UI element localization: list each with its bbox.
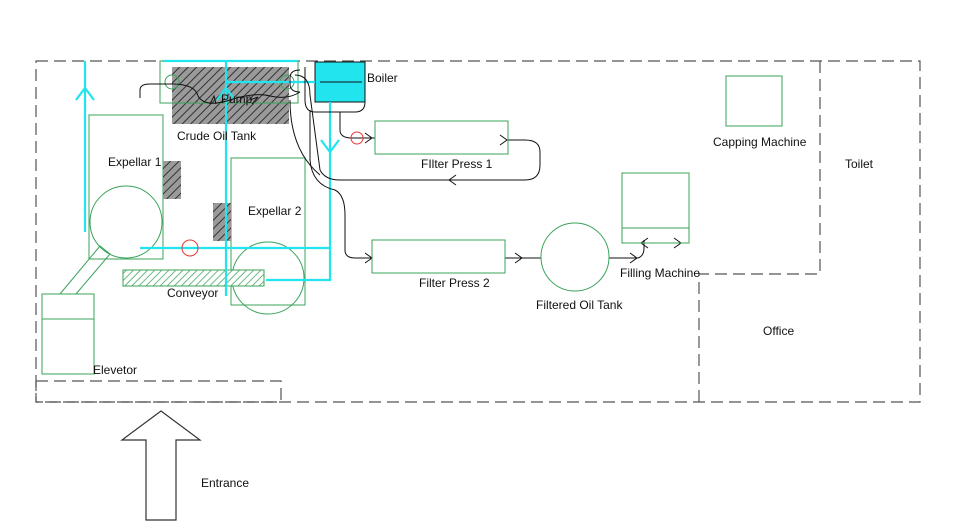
filter-press-1 bbox=[374, 120, 509, 155]
pump-label: Pump bbox=[221, 92, 253, 106]
water-lines bbox=[75, 59, 340, 296]
elevetor-label: Elevetor bbox=[93, 363, 137, 377]
conveyor-label: Conveyor bbox=[167, 286, 218, 300]
entrance-label: Entrance bbox=[201, 476, 249, 490]
expellar-1-feed-hopper bbox=[163, 161, 181, 199]
capping-machine bbox=[725, 75, 783, 127]
pump-valve-left bbox=[164, 74, 180, 90]
valve-water-line bbox=[181, 239, 199, 257]
elevetor-chute bbox=[59, 245, 111, 295]
expellar-1-drum bbox=[89, 185, 163, 259]
filtered-oil-tank-label: Filtered Oil Tank bbox=[536, 298, 623, 312]
conveyor bbox=[122, 269, 265, 287]
filter-press-1-label: FIlter Press 1 bbox=[421, 157, 493, 171]
filling-machine-label: Filling Machine bbox=[620, 266, 700, 280]
filter-press-2 bbox=[371, 239, 506, 274]
expellar-2-feed-hopper bbox=[213, 203, 231, 241]
outer-wall bbox=[35, 60, 921, 403]
crude-oil-tank-label: Crude Oil Tank bbox=[177, 129, 257, 143]
expellar-1-body bbox=[88, 114, 164, 260]
filtered-oil-tank bbox=[540, 222, 610, 292]
boiler-label: Boiler bbox=[367, 71, 398, 85]
filling-machine bbox=[621, 172, 690, 244]
expellar-2-label: Expellar 2 bbox=[248, 204, 302, 218]
entrance-arrow-icon bbox=[120, 410, 202, 521]
entrance-threshold bbox=[35, 380, 282, 403]
office-toilet-partition bbox=[698, 61, 821, 402]
filter-press-2-label: Filter Press 2 bbox=[419, 276, 490, 290]
expellar-1-label: Expellar 1 bbox=[108, 155, 162, 169]
toilet-label: Toilet bbox=[845, 157, 874, 171]
capping-machine-label: Capping Machine bbox=[713, 135, 807, 149]
building-walls bbox=[35, 60, 921, 403]
valve-filter-press-1 bbox=[350, 131, 364, 145]
office-label: Office bbox=[763, 324, 794, 338]
elevetor-body bbox=[41, 293, 95, 375]
